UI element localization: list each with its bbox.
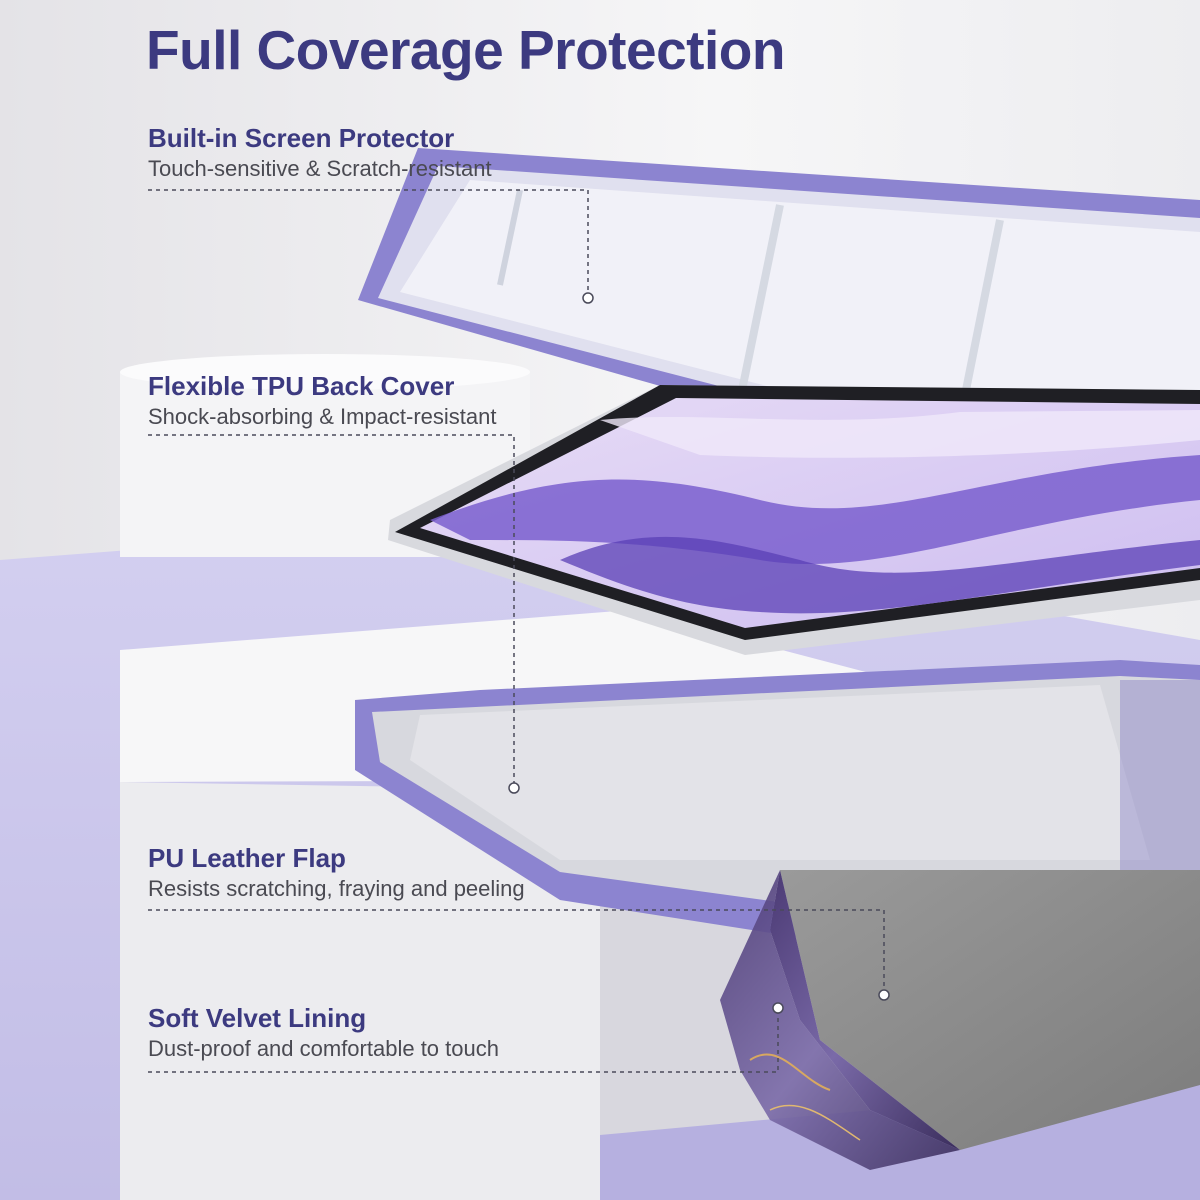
feature-velvet-lining: Soft Velvet Lining Dust-proof and comfor…: [148, 1002, 499, 1064]
callout-pu-leather-flap: [148, 909, 890, 1001]
feature-subtitle: Shock-absorbing & Impact-resistant: [148, 404, 497, 429]
page-title: Full Coverage Protection: [146, 19, 785, 81]
callout-screen-protector: [148, 189, 594, 304]
tablet: [388, 385, 1200, 655]
feature-subtitle: Touch-sensitive & Scratch-resistant: [148, 156, 492, 181]
feature-title: Built-in Screen Protector: [148, 123, 455, 153]
feature-subtitle: Dust-proof and comfortable to touch: [148, 1036, 499, 1061]
feature-screen-protector: Built-in Screen Protector Touch-sensitiv…: [148, 122, 492, 184]
callout-velvet-lining: [148, 1002, 784, 1073]
white-block-front: [120, 782, 600, 1200]
pedestal-cylinder-top: [120, 354, 530, 390]
feature-title: Soft Velvet Lining: [148, 1003, 367, 1033]
feature-subtitle: Resists scratching, fraying and peeling: [148, 876, 525, 901]
feature-title: PU Leather Flap: [148, 843, 346, 873]
feature-pu-leather-flap: PU Leather Flap Resists scratching, fray…: [148, 842, 525, 904]
callout-tpu-back-cover: [148, 434, 520, 794]
pu-leather-flap: [720, 870, 1200, 1170]
feature-title: Flexible TPU Back Cover: [148, 371, 455, 401]
feature-tpu-back-cover: Flexible TPU Back Cover Shock-absorbing …: [148, 370, 497, 432]
